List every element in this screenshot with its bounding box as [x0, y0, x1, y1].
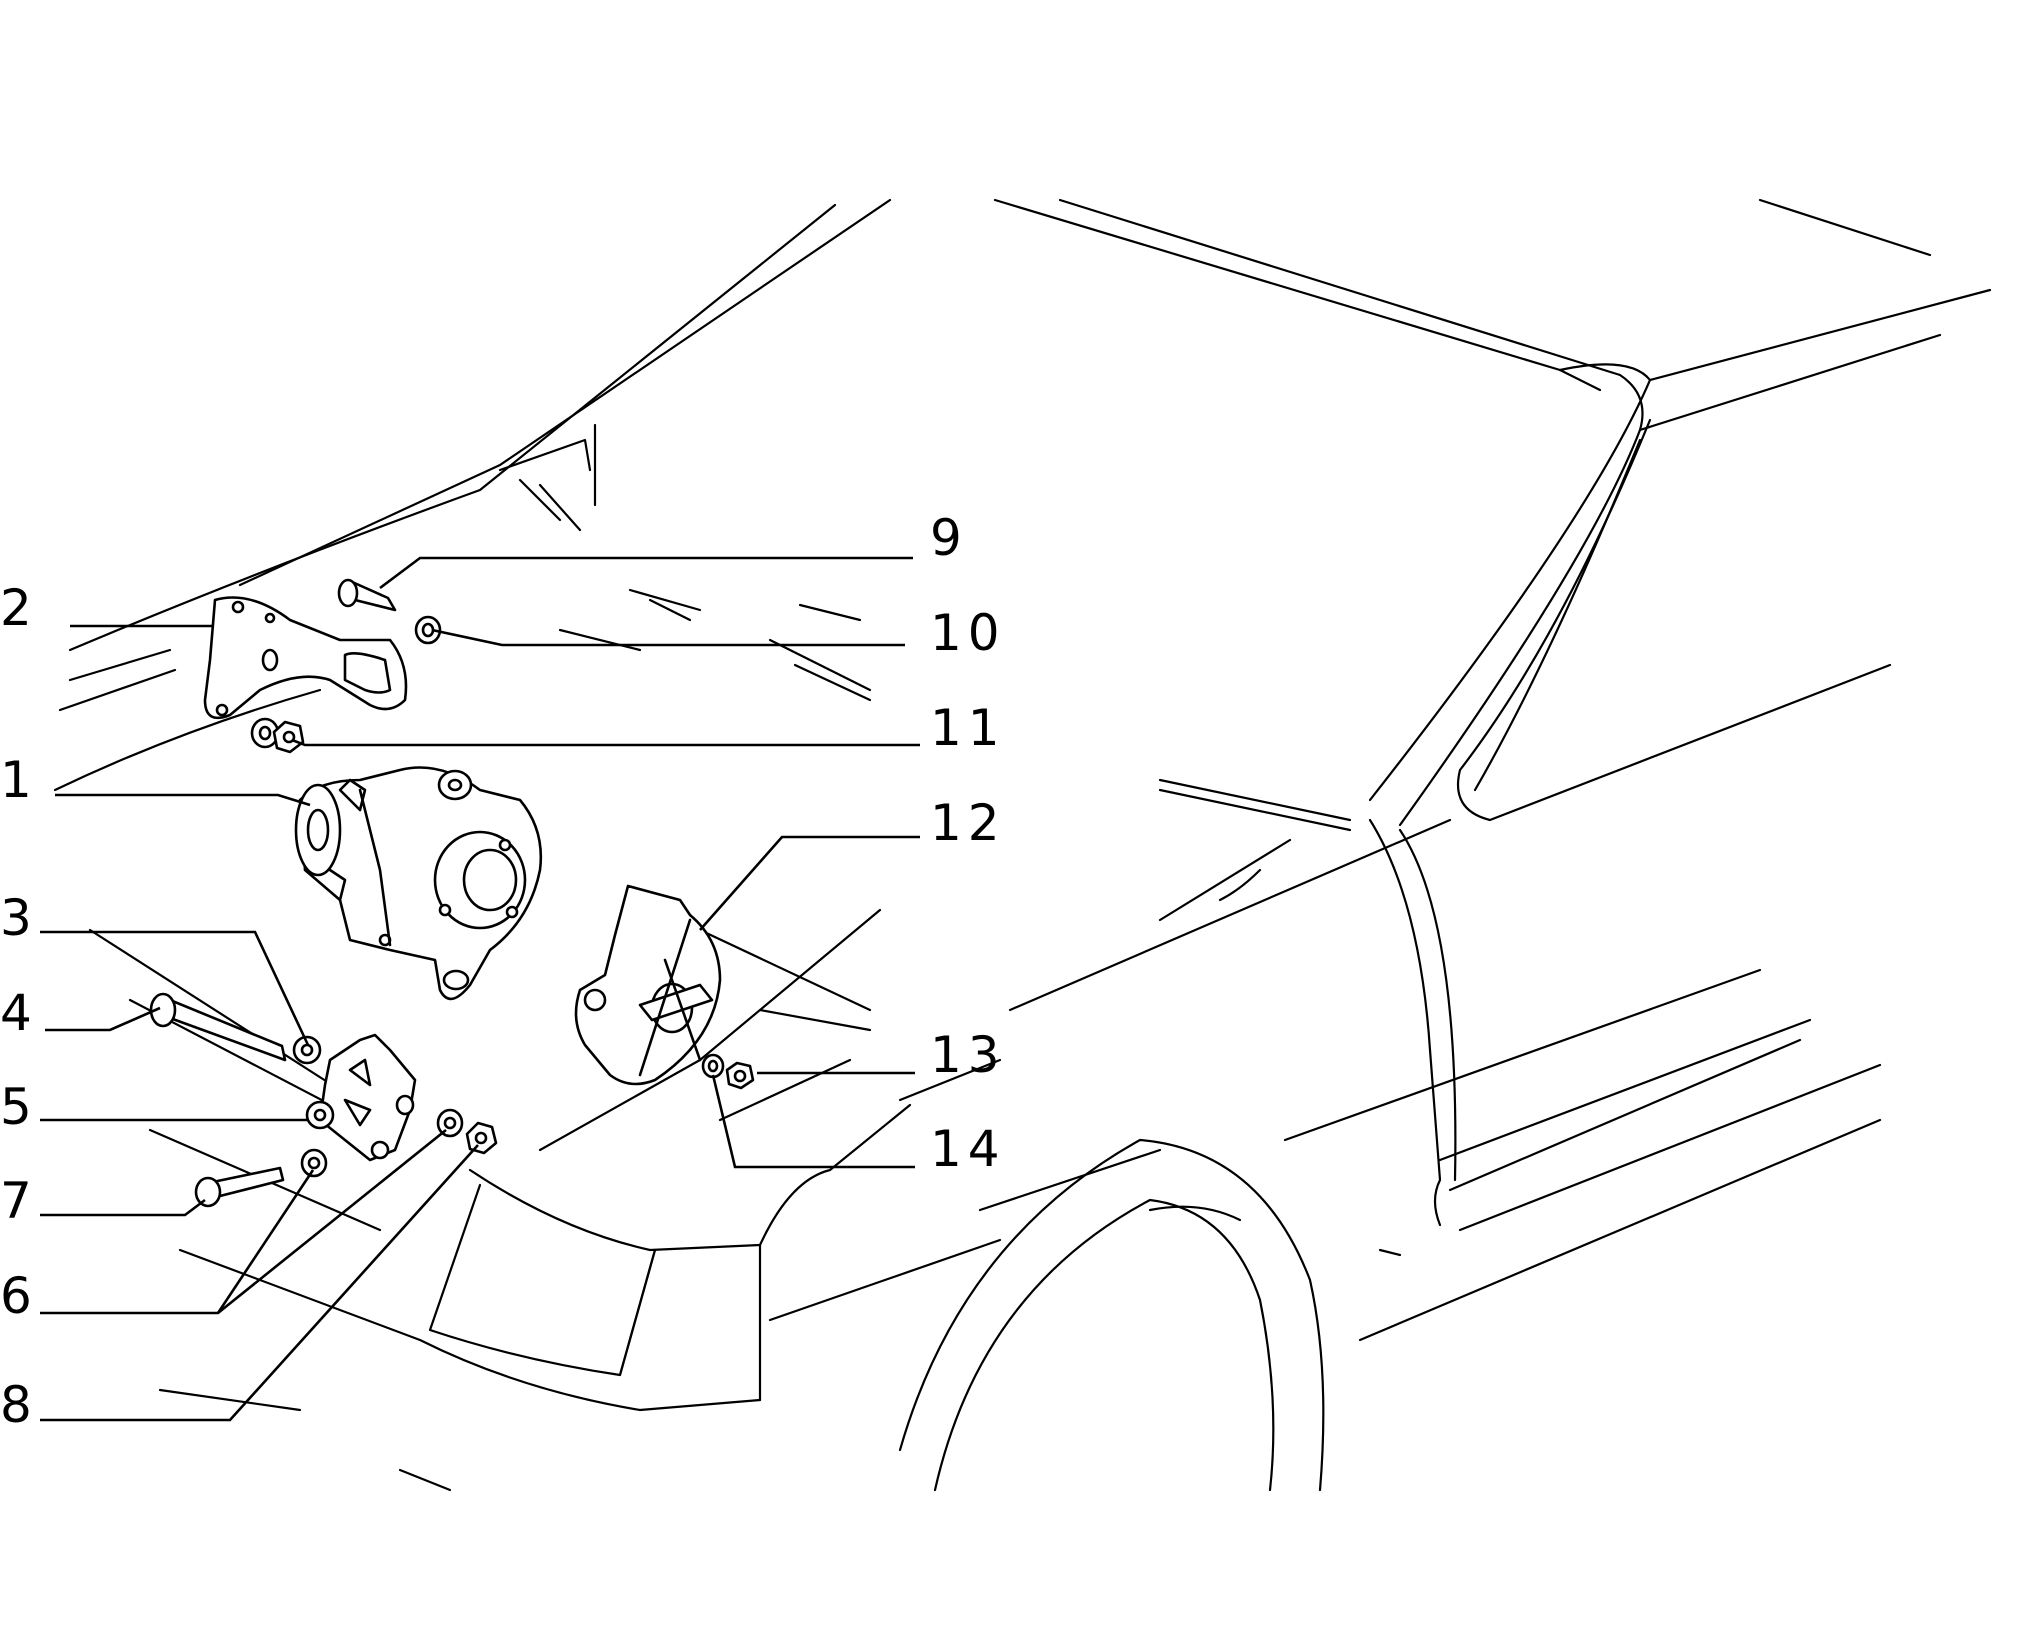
callout-8: 8: [0, 1376, 38, 1434]
callout-4: 4: [0, 984, 38, 1042]
callout-7: 7: [0, 1172, 38, 1230]
callout-14: 14: [930, 1120, 1006, 1178]
part-13-nut: [725, 1061, 755, 1090]
part-3-washer: [292, 1035, 322, 1065]
callout-labels: 1 2 3 4 5 6 7 8 9 10 11 12 13 14: [0, 509, 1006, 1434]
callout-13: 13: [930, 1026, 1006, 1084]
callout-9: 9: [930, 509, 968, 567]
part-2-bracket: [203, 596, 408, 720]
part-8-nut: [465, 1121, 498, 1155]
part-9-bolt: [337, 578, 397, 612]
part-11-washer-nut: [250, 717, 305, 754]
part-1-water-pump: [294, 766, 543, 1001]
callout-5: 5: [0, 1078, 38, 1136]
part-4-long-bolt: [149, 992, 287, 1062]
part-12-shield: [574, 884, 722, 1086]
callout-12: 12: [930, 794, 1006, 852]
part-5-tensioner-support: [305, 1033, 417, 1162]
part-6-washer-b: [436, 1108, 464, 1138]
car-body-outline: [53, 198, 1992, 1492]
callout-1: 1: [0, 751, 38, 809]
callout-6: 6: [0, 1267, 38, 1325]
part-14-washer: [701, 1053, 725, 1079]
part-6-washer-a: [300, 1148, 328, 1178]
callout-3: 3: [0, 889, 38, 947]
callout-11: 11: [930, 699, 1006, 757]
leader-lines: [40, 556, 920, 1422]
callout-2: 2: [0, 579, 38, 637]
callout-10: 10: [930, 604, 1006, 662]
part-7-short-bolt: [194, 1166, 285, 1208]
